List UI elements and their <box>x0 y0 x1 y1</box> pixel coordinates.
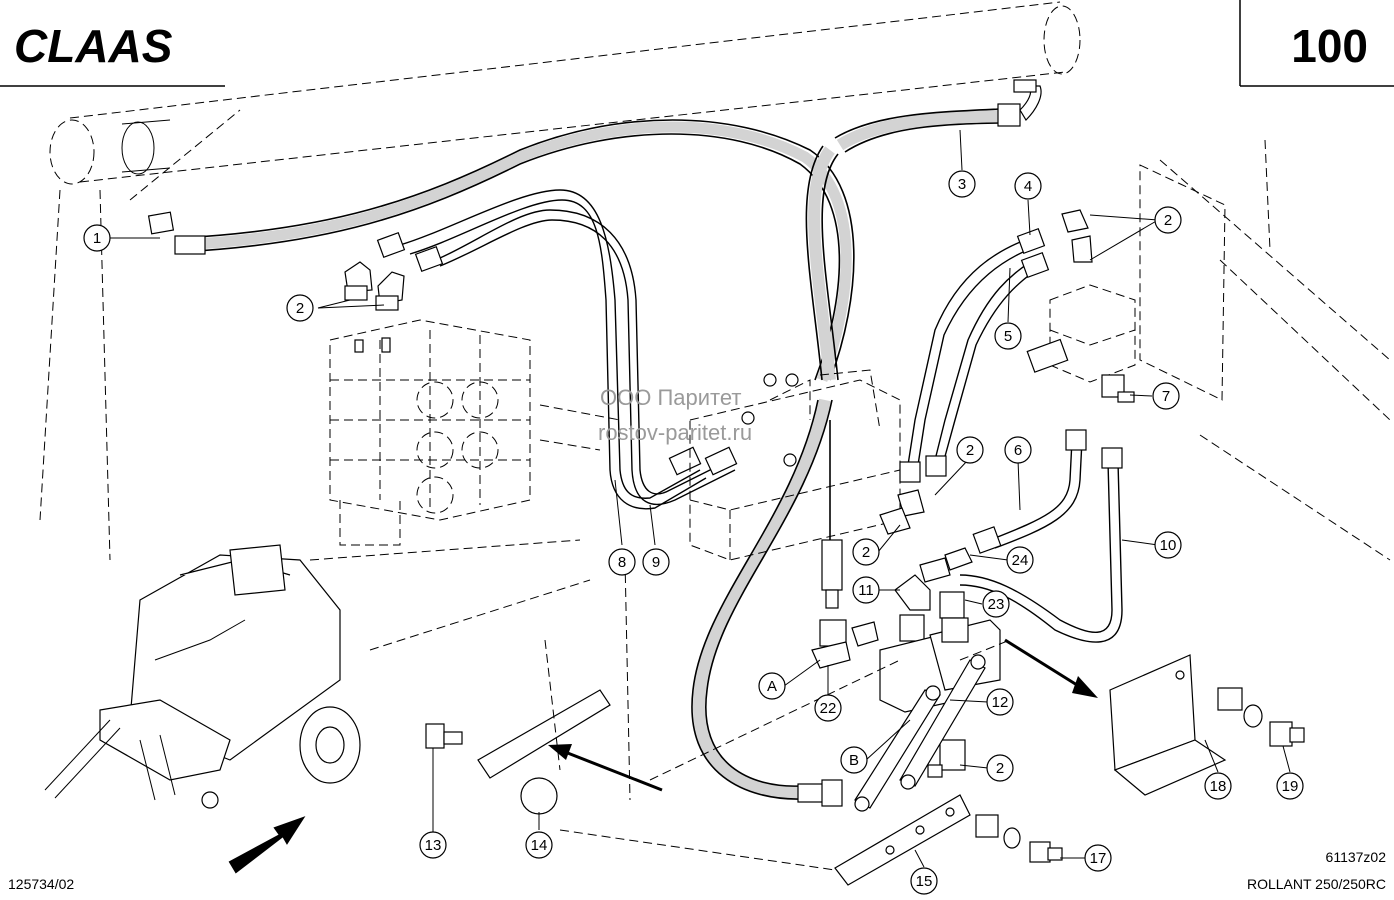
svg-text:11: 11 <box>858 582 874 599</box>
callout-13: 13 <box>419 831 447 859</box>
svg-text:24: 24 <box>1012 552 1029 569</box>
svg-text:B: B <box>849 752 859 769</box>
leader-lines <box>110 129 1291 868</box>
svg-text:13: 13 <box>425 837 442 854</box>
svg-text:2: 2 <box>966 442 974 459</box>
drawing-number: 125734/02 <box>8 876 74 892</box>
callout-1: 1 <box>83 224 111 252</box>
callout-12: 12 <box>986 688 1014 716</box>
right-frame-panel <box>1139 139 1391 561</box>
hose-main-return <box>691 398 843 807</box>
callout-22: 22 <box>814 694 842 722</box>
brand-logo: CLAAS <box>14 20 173 72</box>
callout-9: 9 <box>642 548 670 576</box>
svg-text:14: 14 <box>531 837 548 854</box>
callout-14: 14 <box>525 831 553 859</box>
svg-text:12: 12 <box>992 694 1009 711</box>
svg-text:23: 23 <box>988 596 1005 613</box>
levers-and-strip <box>834 654 986 886</box>
svg-text:2: 2 <box>296 300 304 317</box>
svg-text:4: 4 <box>1024 178 1032 195</box>
watermark-company: ООО Паритет <box>600 385 741 410</box>
callout-2: 2 <box>1154 206 1182 234</box>
manifold-assembly <box>811 547 1001 713</box>
svg-text:19: 19 <box>1282 778 1299 795</box>
svg-text:2: 2 <box>996 760 1004 777</box>
callout-6: 6 <box>1004 436 1032 464</box>
svg-text:8: 8 <box>618 554 626 571</box>
pipes-8-9 <box>376 189 738 510</box>
header-frame <box>0 0 1394 87</box>
hose-1 <box>147 119 855 382</box>
baler-overview <box>44 544 361 809</box>
page-number: 100 <box>1291 20 1368 72</box>
callout-11: 11 <box>852 576 880 604</box>
callout-15: 15 <box>910 867 938 895</box>
svg-text:10: 10 <box>1160 537 1177 554</box>
svg-text:9: 9 <box>652 554 660 571</box>
svg-text:17: 17 <box>1090 850 1107 867</box>
figure-code: 61137z02 <box>1326 849 1387 865</box>
callout-4: 4 <box>1014 172 1042 200</box>
pipes-6-10 <box>959 429 1123 643</box>
elbow-fittings <box>344 209 1093 778</box>
svg-text:22: 22 <box>820 700 837 717</box>
svg-text:7: 7 <box>1162 388 1170 405</box>
callout-10: 10 <box>1154 531 1182 559</box>
callout-19: 19 <box>1276 772 1304 800</box>
bracket-18 <box>1109 654 1227 796</box>
callout-2: 2 <box>956 436 984 464</box>
callout-2: 2 <box>852 538 880 566</box>
valve-block-dashed <box>329 319 621 546</box>
callout-B: B <box>840 746 868 774</box>
callout-24: 24 <box>1006 546 1034 574</box>
frame-cylinder <box>39 1 1081 561</box>
callout-7: 7 <box>1152 382 1180 410</box>
svg-text:1: 1 <box>93 230 101 247</box>
svg-text:2: 2 <box>862 544 870 561</box>
callout-A: A <box>758 672 786 700</box>
pipes-4-5 <box>899 228 1050 483</box>
watermark-url: rostov-paritet.ru <box>598 420 752 445</box>
svg-text:2: 2 <box>1164 212 1172 229</box>
svg-text:A: A <box>767 678 777 695</box>
callout-17: 17 <box>1084 844 1112 872</box>
model-name: ROLLANT 250/250RC <box>1247 876 1386 892</box>
svg-text:3: 3 <box>958 176 966 193</box>
callout-2: 2 <box>286 294 314 322</box>
svg-text:18: 18 <box>1210 778 1227 795</box>
svg-text:15: 15 <box>916 873 933 890</box>
callout-3: 3 <box>948 170 976 198</box>
callout-8: 8 <box>608 548 636 576</box>
svg-text:5: 5 <box>1004 328 1012 345</box>
direction-arrows <box>228 638 1098 874</box>
callout-5: 5 <box>994 322 1022 350</box>
valve-block-right <box>1026 284 1136 403</box>
callout-23: 23 <box>982 590 1010 618</box>
callout-2: 2 <box>986 754 1014 782</box>
svg-text:6: 6 <box>1014 442 1022 459</box>
hardware-parts <box>425 687 1305 863</box>
callout-18: 18 <box>1204 772 1232 800</box>
guide-lines <box>309 539 1011 871</box>
hose-3 <box>805 79 1042 381</box>
